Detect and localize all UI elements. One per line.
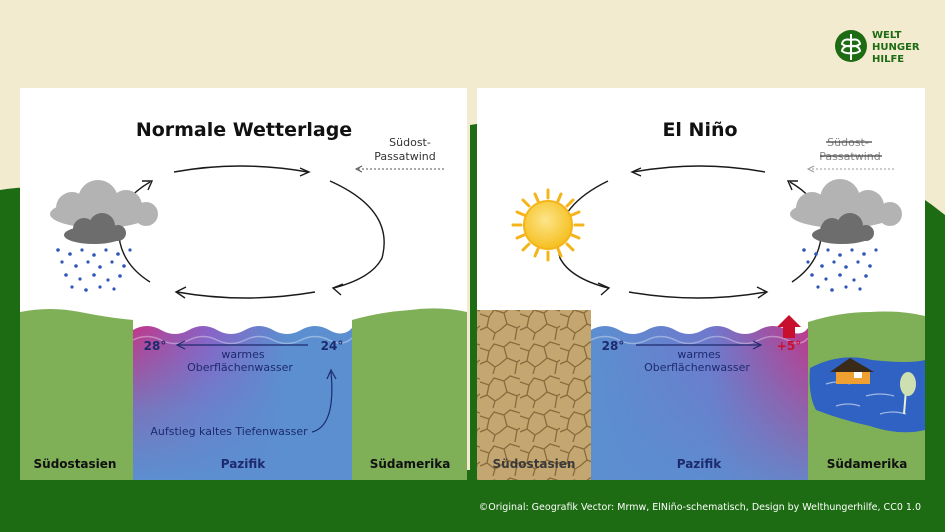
logo-line-2: HUNGER — [872, 42, 920, 53]
left-wind-label-line-1: Südost- — [389, 136, 431, 149]
right-region-west: Südostasien — [493, 457, 576, 471]
right-ocean — [590, 326, 809, 480]
right-region-ocean: Pazifik — [677, 457, 723, 471]
right-region-east: Südamerika — [827, 457, 908, 471]
sun-icon — [511, 188, 585, 262]
el-nino-panel: El Niño Südost- Passatwind — [477, 88, 925, 480]
welthungerhilfe-logo: WELT HUNGER HILFE — [835, 30, 920, 65]
temperature-rise-arrow-icon — [777, 315, 801, 338]
left-rain-cloud-icon — [50, 180, 158, 244]
tree-icon — [900, 372, 916, 415]
logo-line-1: WELT — [872, 30, 902, 41]
left-wind-label-line-2: Passatwind — [374, 150, 435, 163]
left-region-east: Südamerika — [370, 457, 451, 471]
dry-cracked-land — [477, 310, 591, 480]
left-panel-title: Normale Wetterlage — [136, 119, 352, 141]
right-panel-title: El Niño — [662, 119, 737, 141]
upwelling-label: Aufstieg kaltes Tiefenwasser — [150, 425, 308, 438]
left-temp-east: 24° — [321, 339, 344, 353]
right-temp-east: +5° — [777, 339, 801, 353]
left-region-ocean: Pazifik — [221, 457, 267, 471]
left-trade-wind-arrow — [354, 165, 444, 173]
normal-weather-panel: Normale Wetterlage Südost- Passatwind — [20, 88, 467, 480]
left-land-west — [20, 309, 133, 480]
logo-line-3: HILFE — [872, 54, 904, 65]
right-rain-cloud-icon — [790, 179, 902, 244]
left-current-label-line-2: Oberflächenwasser — [187, 361, 293, 374]
left-land-east — [352, 308, 467, 480]
left-ocean — [132, 326, 353, 480]
left-region-west: Südostasien — [34, 457, 117, 471]
right-trade-wind-arrow — [806, 165, 894, 173]
left-rain-drops — [56, 248, 132, 292]
image-credit: ©Original: Geografik Vector: Mrmw, ElNiñ… — [478, 502, 921, 513]
left-temp-west: 28° — [144, 339, 167, 353]
upwelling-arrow — [311, 368, 337, 433]
left-surface-current-arrow — [175, 340, 308, 350]
right-current-label-line-2: Oberflächenwasser — [644, 361, 750, 374]
left-current-label-line-1: warmes — [221, 348, 265, 361]
flooded-house-icon — [830, 358, 874, 384]
right-rain-drops — [802, 248, 878, 292]
right-surface-current-arrow — [636, 340, 763, 350]
right-temp-west: 28° — [602, 339, 625, 353]
right-current-label-line-1: warmes — [677, 348, 721, 361]
